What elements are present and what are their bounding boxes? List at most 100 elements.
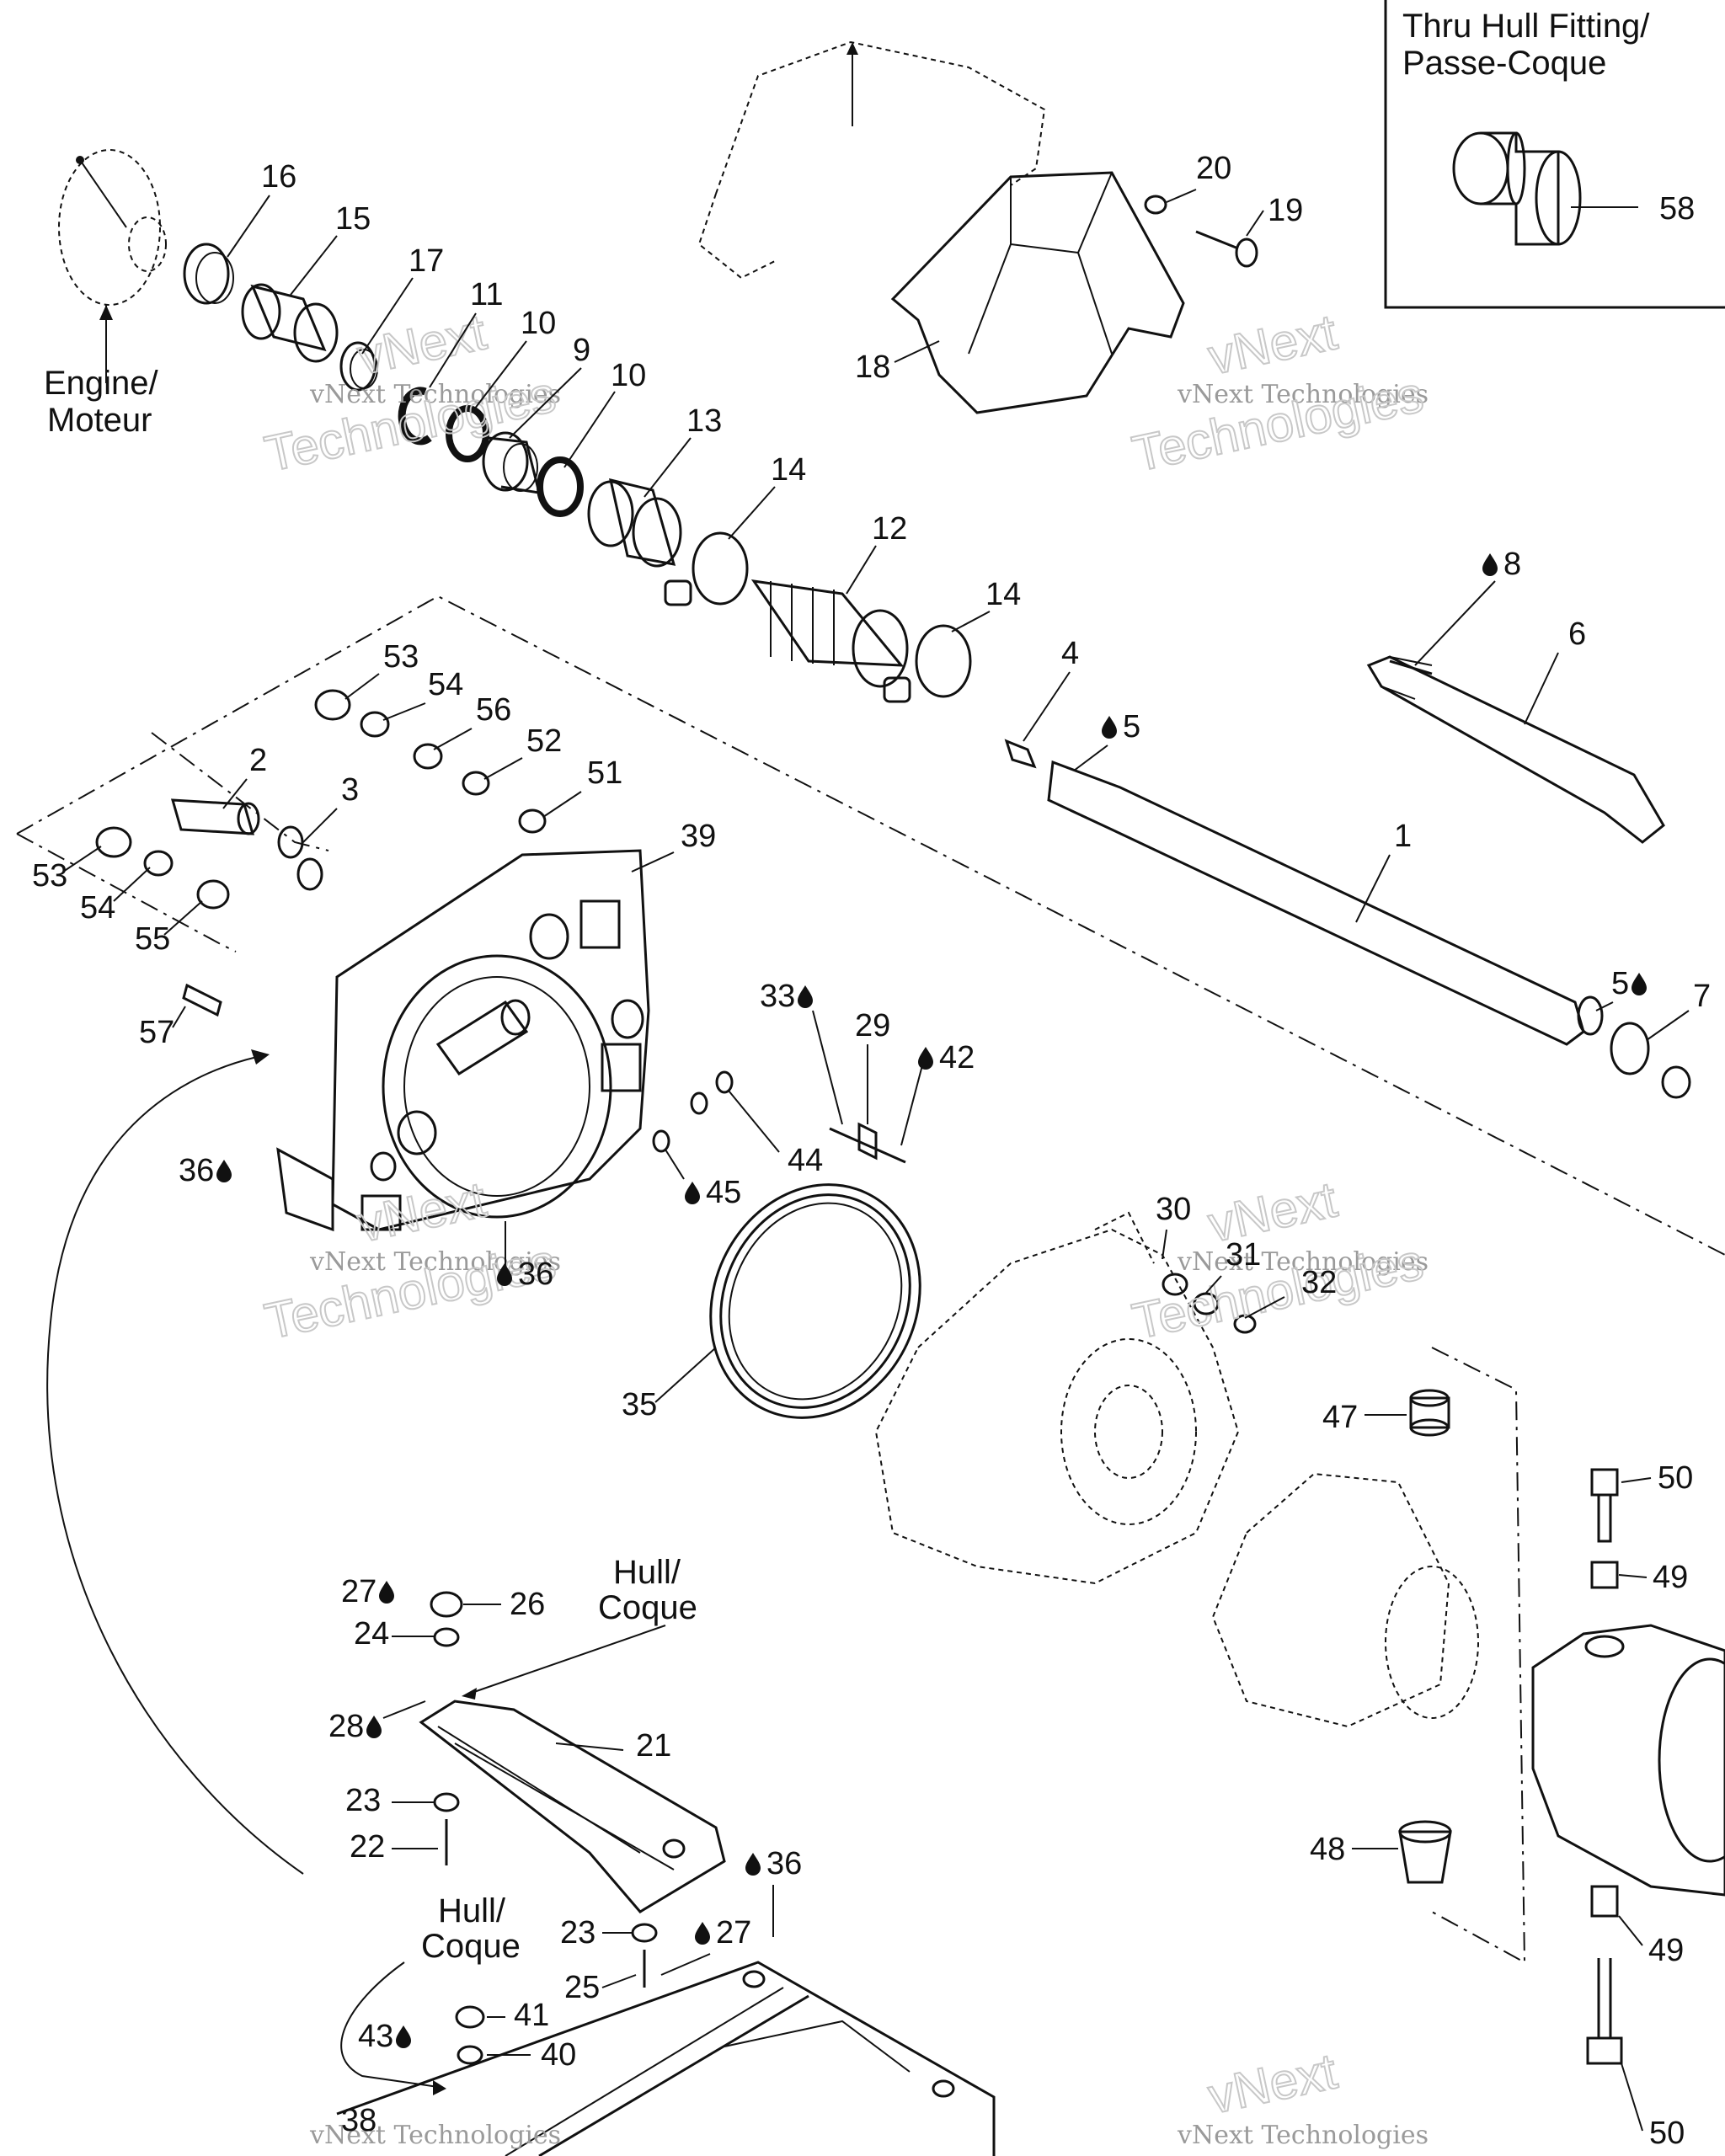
part-number-label: 50	[1658, 1460, 1693, 1496]
part-number-label: 14	[985, 577, 1021, 612]
leader-line	[429, 312, 477, 388]
leader-line	[894, 340, 940, 363]
coupler-15	[241, 283, 339, 363]
drop-icon	[1632, 973, 1647, 995]
part-number-label: 14	[771, 452, 806, 488]
leader-line	[227, 195, 270, 258]
clamp-16	[183, 243, 234, 305]
inset-title-line1: Thru Hull Fitting/	[1402, 8, 1650, 45]
leader-line	[222, 778, 248, 809]
part-number-label: 15	[335, 201, 371, 237]
bolt-50b	[1586, 1958, 1623, 2065]
part-number-label: 10	[611, 358, 646, 393]
leader-line	[1621, 1477, 1652, 1483]
drop-icon	[918, 1047, 933, 1070]
hull-label-b-line1: Hull/	[438, 1892, 506, 1929]
leader-line	[344, 673, 380, 700]
nut-53b	[95, 826, 132, 858]
leader-line	[660, 1953, 711, 1976]
part-number-label: 20	[1196, 151, 1231, 186]
part-number-label: 41	[514, 1998, 549, 2033]
clamp-17	[339, 341, 378, 392]
leader-line	[290, 235, 338, 296]
leader-line	[1618, 1915, 1643, 1946]
part-number-label: 45	[706, 1175, 741, 1210]
watermark-6: vNext Technologies	[1177, 2121, 1429, 2150]
tool-6	[1366, 655, 1665, 844]
part-number-label: 36	[518, 1257, 553, 1292]
leader-line	[1166, 189, 1197, 203]
bushing-47	[1409, 1389, 1450, 1437]
bushing-48	[1398, 1820, 1452, 1884]
part-number-label: 8	[1503, 547, 1521, 582]
boot-12	[750, 579, 909, 688]
hull-curve-arrow	[46, 1049, 304, 1875]
watermark-big-4a: vNext	[1204, 1171, 1342, 1252]
leader-line	[728, 1090, 780, 1153]
part-number-label: 19	[1268, 193, 1303, 228]
part-number-label: 26	[510, 1587, 545, 1622]
washer-23a	[433, 1792, 460, 1812]
leader-line	[665, 1149, 685, 1180]
sleeve-13	[587, 478, 682, 568]
part-number-label: 53	[383, 639, 419, 675]
part-number-label: 10	[521, 306, 556, 341]
drop-icon	[379, 1581, 394, 1604]
drop-icon	[396, 2025, 411, 2048]
screw-19	[1195, 230, 1258, 268]
leader-line	[509, 367, 582, 439]
part-number-label: 51	[587, 755, 622, 791]
hull-label-b-line2: Coque	[421, 1928, 521, 1965]
bushing-4	[1004, 739, 1037, 769]
drop-icon	[798, 985, 813, 1008]
watermark-big-5a: vNext	[1204, 2042, 1342, 2124]
pump-cover-18	[890, 171, 1185, 414]
washer-23b	[631, 1923, 658, 1943]
part-number-label: 44	[788, 1143, 823, 1178]
leader-line	[302, 808, 338, 843]
leader-line	[951, 611, 991, 632]
steering-nozzle	[1531, 1624, 1725, 1897]
part-number-label: 13	[686, 403, 722, 439]
washer-55	[196, 879, 230, 910]
leader-line	[644, 437, 692, 498]
leader-line	[812, 1010, 843, 1125]
part-number-label: 54	[428, 667, 463, 702]
leader-line	[382, 702, 426, 721]
watermark-4: vNext Technologies	[1177, 1247, 1429, 1277]
sleeve-2	[170, 798, 260, 835]
leader-line	[542, 791, 582, 818]
part-number-label: 28	[328, 1709, 364, 1744]
leader-line	[471, 340, 527, 414]
part-number-label: 36	[766, 1846, 802, 1881]
leader-line	[631, 851, 675, 873]
bushing-49b	[1590, 1885, 1619, 1918]
watermarks: vNext Technologies vNext Technologies vN…	[259, 302, 1429, 2150]
leader-line	[900, 1065, 923, 1146]
venturi-nozzle	[1211, 1347, 1526, 1964]
orings-44	[652, 1070, 734, 1153]
part-number-label: 33	[760, 979, 795, 1014]
leader-line	[728, 486, 776, 540]
watermark-5: vNext Technologies	[309, 2121, 561, 2150]
part-number-label: 52	[526, 723, 562, 759]
part-number-label: 38	[341, 2103, 377, 2138]
leader-line	[172, 1006, 186, 1028]
leader-line	[382, 1700, 426, 1719]
leader-line	[1244, 1296, 1285, 1319]
part-number-label: 11	[470, 277, 503, 312]
drop-icon	[695, 1922, 710, 1945]
watermark-1: vNext Technologies	[309, 380, 561, 409]
ring-11	[398, 387, 432, 446]
part-number-label: 43	[358, 2019, 393, 2054]
engine-label-line2: Moteur	[47, 402, 152, 439]
leader-line	[1023, 671, 1071, 742]
washer-24	[433, 1627, 460, 1647]
part-number-label: 30	[1156, 1192, 1191, 1227]
nut-41	[455, 2005, 485, 2029]
part-number-label: 27	[341, 1574, 377, 1609]
engine-label-line1: Engine/	[44, 365, 159, 402]
leader-line	[1595, 1001, 1614, 1011]
clamp-14a	[664, 531, 749, 606]
